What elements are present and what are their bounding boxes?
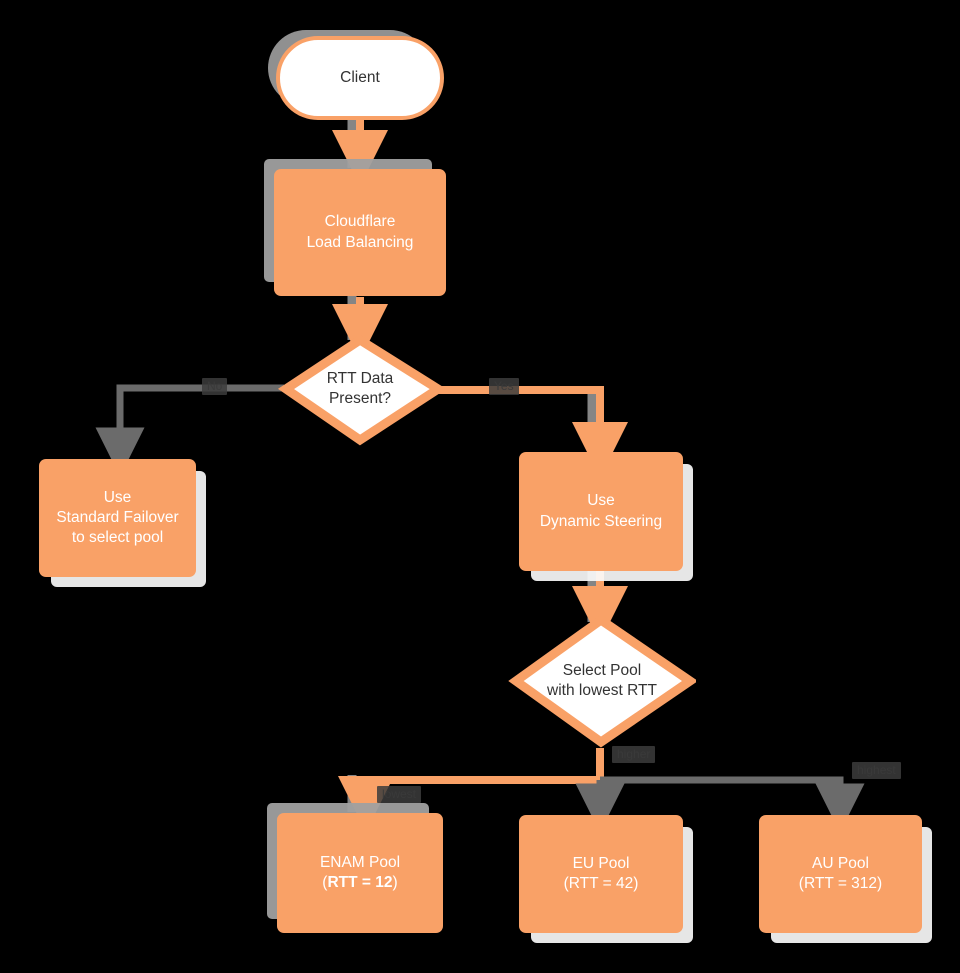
node-eu-line2: (RTT = 42) [563, 875, 639, 892]
rtt-diamond-shape [277, 334, 444, 446]
node-cloudflare-load-balancing[interactable]: Cloudflare Load Balancing [274, 169, 446, 296]
node-enam-open-paren: ( [322, 874, 328, 891]
edge-select-pool-to-au [600, 776, 865, 833]
node-enam-line1: ENAM Pool [319, 853, 401, 871]
edge-label-rtt-yes: Yes [489, 378, 519, 396]
node-eu-pool-label: EU Pool (RTT = 42) [564, 854, 639, 894]
node-sp-line1: Select Pool [562, 661, 642, 679]
select-pool-diamond-shape [508, 614, 696, 748]
node-sf-line2: Standard Failover [56, 508, 179, 526]
node-au-line2: (RTT = 312) [798, 875, 883, 892]
node-enam-close-paren: ) [392, 874, 398, 891]
node-standard-failover[interactable]: Use Standard Failover to select pool [39, 459, 196, 577]
node-ds-line1: Use [587, 492, 615, 510]
edge-rtt-yes-to-dynamic-steering [438, 386, 628, 478]
node-dynamic-steering-label: Use Dynamic Steering [540, 491, 662, 531]
node-select-pool-label: Select Pool with lowest RTT [508, 614, 696, 748]
node-eu-line1: EU Pool [572, 854, 630, 872]
edge-label-pool-highest: highest [852, 762, 901, 780]
edge-label-rtt-no: No [202, 378, 228, 396]
node-cloudflare-load-balancing-label: Cloudflare Load Balancing [307, 212, 414, 252]
edge-rtt-no-to-standard-failover [95, 384, 284, 477]
node-select-pool[interactable]: Select Pool with lowest RTT [508, 614, 696, 748]
node-rtt-line1: RTT Data [326, 369, 394, 387]
edge-label-pool-higher: higher [612, 746, 656, 764]
node-client[interactable]: Client [276, 36, 444, 120]
node-rtt-data-present[interactable]: RTT Data Present? [276, 332, 444, 446]
edge-label-pool-lowest: lowest [377, 786, 422, 804]
node-sf-line3: to select pool [71, 529, 164, 547]
node-au-pool-label: AU Pool (RTT = 312) [799, 854, 882, 894]
node-sf-line1: Use [103, 488, 132, 506]
node-ds-line2: Dynamic Steering [539, 512, 663, 530]
node-dynamic-steering[interactable]: Use Dynamic Steering [519, 452, 683, 571]
node-enam-rtt-value: RTT = 12 [327, 874, 393, 891]
node-eu-pool[interactable]: EU Pool (RTT = 42) [519, 815, 683, 933]
node-lb-line1: Cloudflare [324, 213, 396, 231]
node-client-label: Client [340, 68, 380, 86]
node-au-line1: AU Pool [812, 854, 869, 872]
node-standard-failover-label: Use Standard Failover to select pool [56, 488, 178, 548]
node-sp-line2: with lowest RTT [547, 682, 657, 699]
node-au-pool[interactable]: AU Pool (RTT = 312) [759, 815, 922, 933]
node-enam-pool-label: ENAM Pool (RTT = 12) [320, 853, 400, 893]
node-enam-pool[interactable]: ENAM Pool (RTT = 12) [277, 813, 443, 933]
node-rtt-line2: Present? [328, 390, 392, 407]
node-rtt-data-present-label: RTT Data Present? [276, 332, 444, 446]
node-enam-line2: (RTT = 12) [320, 873, 400, 893]
node-lb-line2: Load Balancing [306, 233, 414, 251]
